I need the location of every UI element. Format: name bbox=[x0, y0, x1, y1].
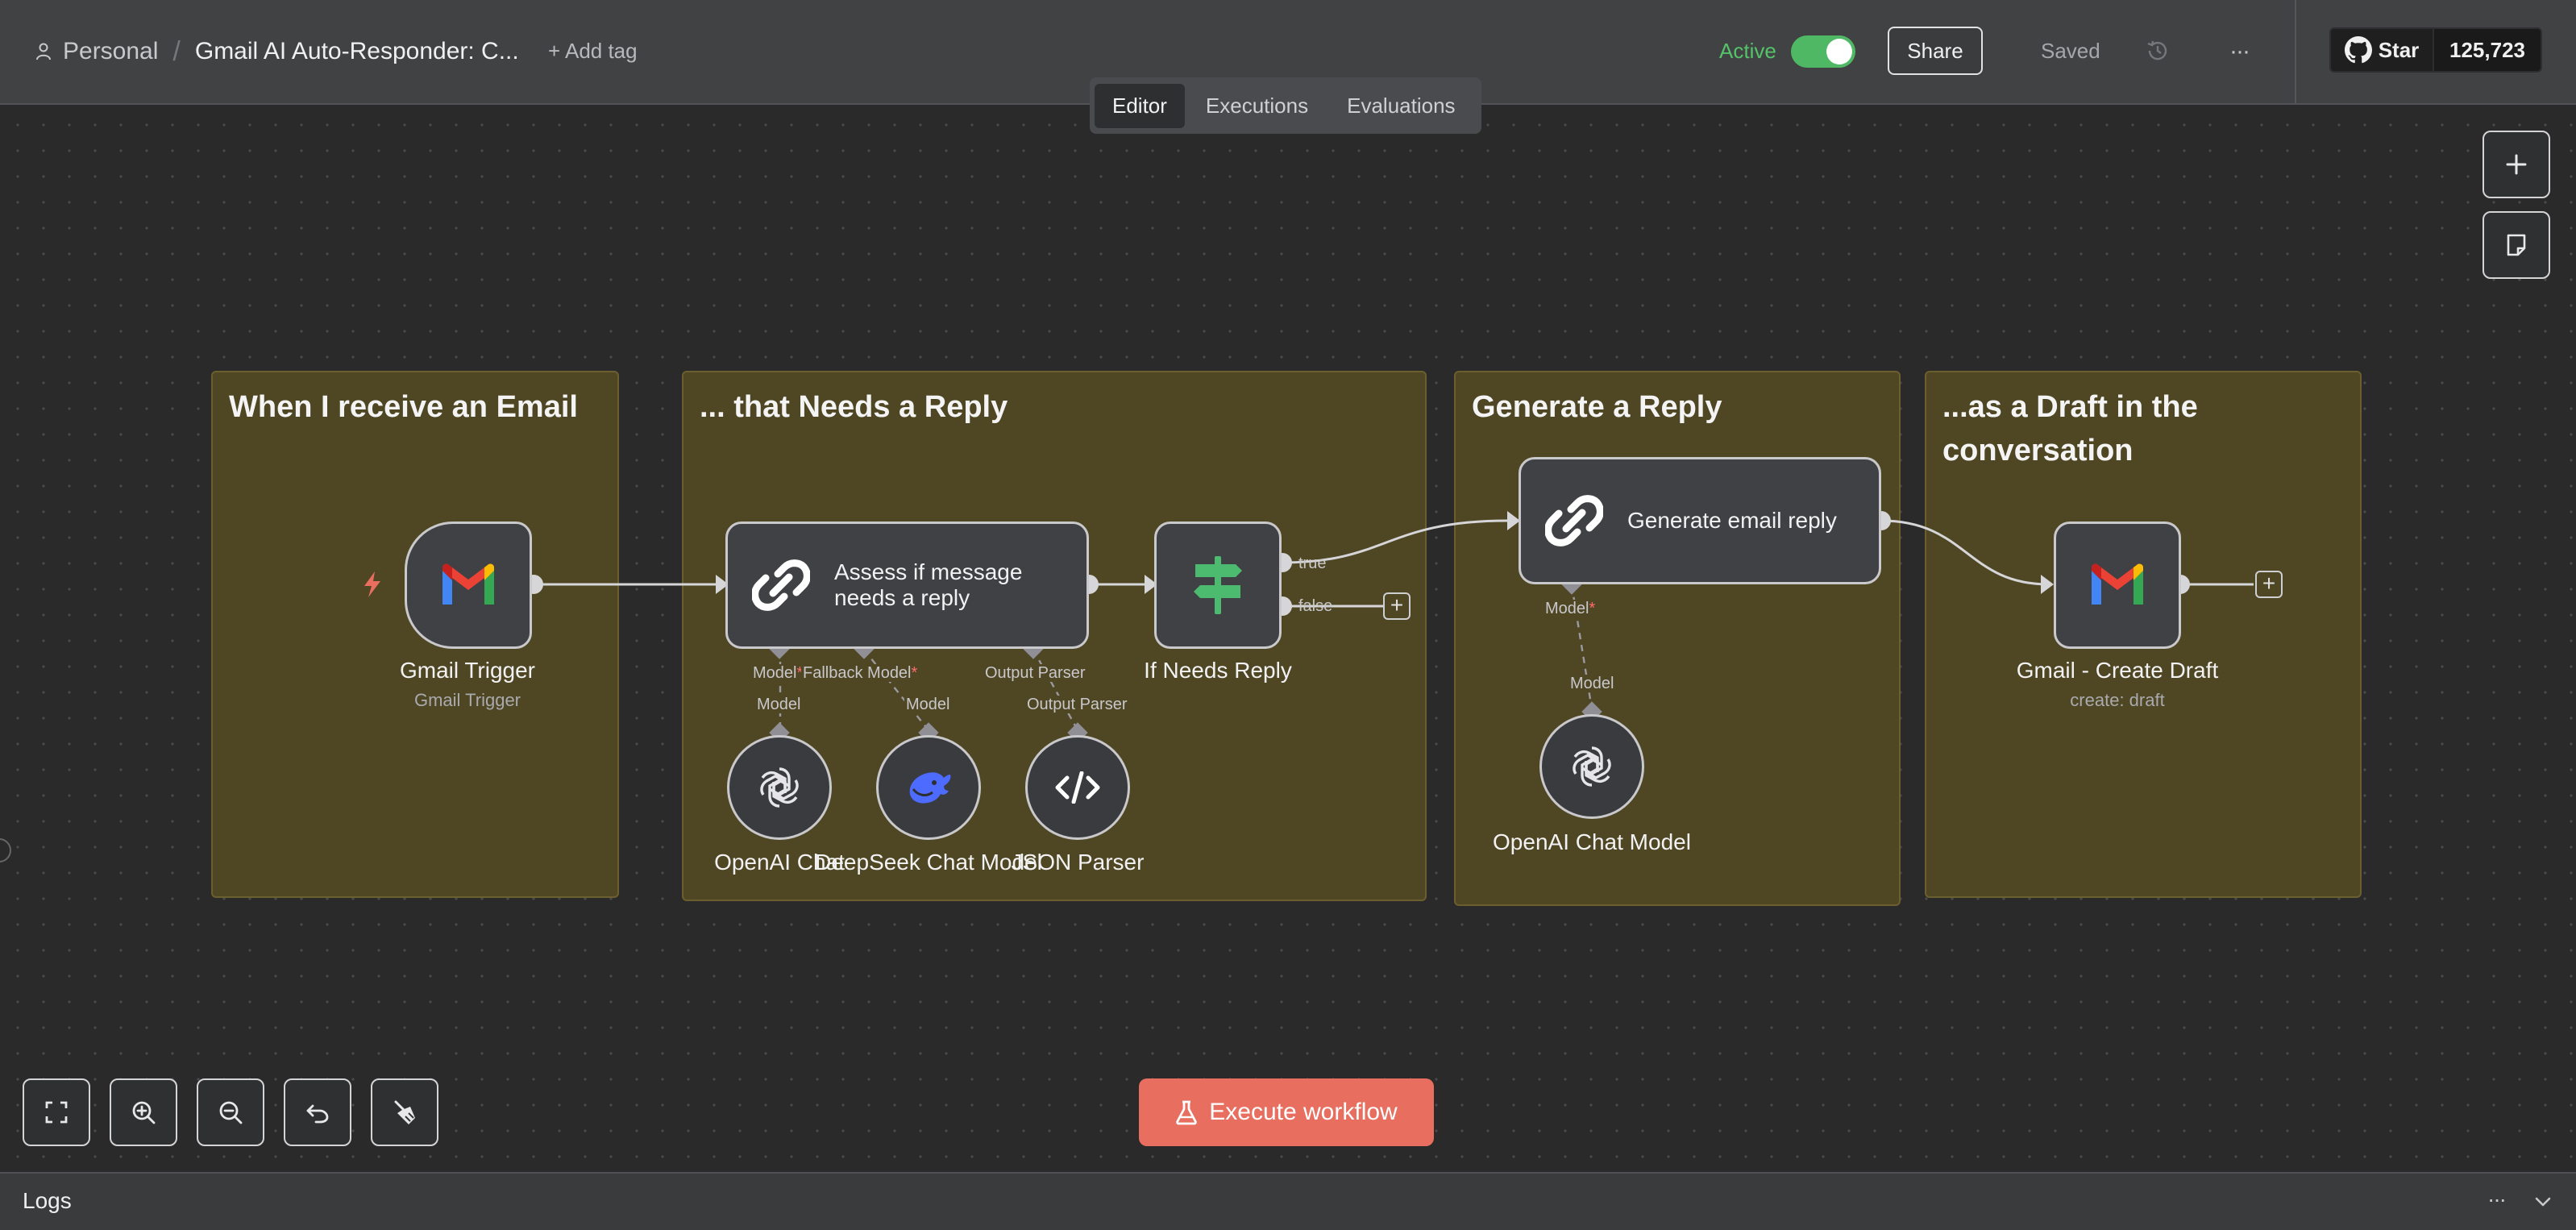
more-options-icon[interactable]: ··· bbox=[2229, 38, 2250, 64]
deepseek-icon bbox=[909, 772, 951, 804]
sticky-title: When I receive an Email bbox=[229, 390, 578, 424]
conn-label-assess-fallback: Fallback Model* bbox=[801, 664, 920, 682]
flask-icon bbox=[1176, 1100, 1198, 1125]
conn-label-assess-model: Model* bbox=[751, 664, 805, 682]
logs-panel[interactable]: Logs ··· bbox=[0, 1172, 2576, 1230]
chain-link-icon bbox=[752, 559, 810, 611]
breadcrumb: Personal / Gmail AI Auto-Responder: C... bbox=[35, 35, 519, 68]
node-label-openai-chat: OpenAI Chat bbox=[714, 850, 845, 875]
share-button[interactable]: Share bbox=[1888, 27, 1983, 75]
github-star-count[interactable]: 125,723 bbox=[2434, 27, 2542, 73]
zoom-out-icon bbox=[219, 1101, 243, 1124]
node-label-assess: Assess if message needs a reply bbox=[834, 559, 1023, 610]
sticky-note-icon bbox=[2507, 234, 2526, 256]
node-label-json-parser: JSON Parser bbox=[1011, 850, 1145, 875]
conn-label-generate-model: Model* bbox=[1544, 600, 1598, 617]
if-false-label: false bbox=[1298, 597, 1333, 615]
node-subtitle-gmail-trigger: Gmail Trigger bbox=[413, 690, 521, 710]
fit-view-icon bbox=[45, 1101, 68, 1124]
gmail-icon bbox=[442, 563, 494, 605]
trigger-bolt-icon bbox=[364, 571, 380, 597]
zoom-out-button[interactable] bbox=[197, 1078, 264, 1146]
gmail-icon bbox=[2092, 563, 2143, 605]
code-icon bbox=[1055, 771, 1100, 804]
conn-label-openai1-model: Model bbox=[755, 696, 803, 713]
plus-icon bbox=[2506, 154, 2527, 175]
broom-icon bbox=[394, 1100, 415, 1124]
sticky-title: Generate a Reply bbox=[1472, 390, 1722, 424]
conn-label-json-parser: Output Parser bbox=[1025, 696, 1129, 713]
if-true-label: true bbox=[1298, 555, 1327, 572]
node-if-needs-reply[interactable] bbox=[1154, 522, 1282, 649]
user-icon bbox=[36, 43, 51, 60]
add-node-after-draft[interactable]: + bbox=[2255, 571, 2283, 598]
github-star-button[interactable]: Star bbox=[2329, 27, 2434, 73]
github-icon bbox=[2344, 36, 2372, 64]
signpost-icon bbox=[1194, 556, 1242, 614]
node-generate-email-reply[interactable]: Generate email reply bbox=[1519, 457, 1881, 584]
conn-label-openai2-model: Model bbox=[1568, 675, 1616, 692]
tidy-up-button[interactable] bbox=[371, 1078, 438, 1146]
logs-more-icon[interactable]: ··· bbox=[2487, 1186, 2507, 1211]
chain-link-icon bbox=[1545, 495, 1603, 546]
conn-label-deepseek-model: Model bbox=[904, 696, 952, 713]
saved-status: Saved bbox=[2041, 39, 2100, 63]
toggle-knob bbox=[1826, 39, 1852, 64]
tab-editor[interactable]: Editor bbox=[1095, 83, 1185, 128]
zoom-in-icon bbox=[132, 1101, 156, 1124]
sticky-note-generate[interactable]: Generate a Reply bbox=[1454, 371, 1901, 906]
tab-executions[interactable]: Executions bbox=[1205, 93, 1309, 118]
breadcrumb-separator: / bbox=[172, 35, 181, 67]
openai-icon bbox=[760, 767, 799, 808]
node-label-if: If Needs Reply bbox=[1144, 658, 1292, 683]
sticky-title: ...as a Draft in the conversation bbox=[1942, 390, 2198, 467]
add-sticky-button[interactable] bbox=[2483, 211, 2550, 279]
reset-zoom-button[interactable] bbox=[284, 1078, 351, 1146]
add-node-button[interactable] bbox=[2483, 131, 2550, 198]
github-star-label: Star bbox=[2378, 37, 2420, 62]
node-deepseek-chat[interactable] bbox=[876, 735, 981, 840]
node-json-parser[interactable] bbox=[1025, 735, 1130, 840]
active-toggle[interactable] bbox=[1791, 35, 1855, 68]
node-label-gmail-trigger: Gmail Trigger bbox=[399, 658, 536, 683]
node-label-deepseek-chat: DeepSeek Chat Model bbox=[815, 850, 1042, 875]
add-node-after-false[interactable]: + bbox=[1383, 592, 1411, 620]
node-gmail-trigger[interactable] bbox=[405, 522, 532, 649]
sticky-title: ... that Needs a Reply bbox=[700, 390, 1008, 424]
breadcrumb-project[interactable]: Personal bbox=[63, 38, 159, 64]
view-tabs: Editor Executions Evaluations bbox=[1090, 77, 1481, 134]
node-subtitle-gmail-draft: create: draft bbox=[2070, 690, 2165, 710]
node-gmail-create-draft[interactable] bbox=[2054, 522, 2181, 649]
header-divider bbox=[2295, 0, 2296, 105]
node-label-openai-chat-model: OpenAI Chat Model bbox=[1493, 829, 1691, 854]
node-openai-chat[interactable] bbox=[727, 735, 832, 840]
node-label-generate: Generate email reply bbox=[1627, 508, 1837, 533]
history-icon[interactable] bbox=[2144, 37, 2171, 64]
chevron-down-icon[interactable] bbox=[2531, 1190, 2555, 1214]
openai-icon bbox=[1573, 746, 1611, 787]
execute-label: Execute workflow bbox=[1209, 1099, 1398, 1125]
sticky-note-receive[interactable]: When I receive an Email bbox=[211, 371, 619, 898]
node-assess-reply[interactable]: Assess if message needs a reply bbox=[725, 522, 1089, 649]
fit-view-button[interactable] bbox=[23, 1078, 90, 1146]
zoom-in-button[interactable] bbox=[110, 1078, 177, 1146]
node-openai-chat-model[interactable] bbox=[1539, 714, 1644, 819]
active-label: Active bbox=[1719, 39, 1776, 63]
undo-icon bbox=[306, 1104, 329, 1124]
sticky-note-draft[interactable]: ...as a Draft in the conversation bbox=[1925, 371, 2362, 898]
execute-workflow-button[interactable]: Execute workflow bbox=[1139, 1078, 1434, 1146]
workflow-name[interactable]: Gmail AI Auto-Responder: C... bbox=[194, 38, 519, 64]
add-tag-button[interactable]: + Add tag bbox=[548, 39, 638, 63]
tab-evaluations[interactable]: Evaluations bbox=[1347, 93, 1456, 118]
conn-label-assess-parser: Output Parser bbox=[983, 664, 1087, 682]
node-label-gmail-draft: Gmail - Create Draft bbox=[2016, 658, 2219, 683]
logs-title: Logs bbox=[23, 1188, 72, 1213]
